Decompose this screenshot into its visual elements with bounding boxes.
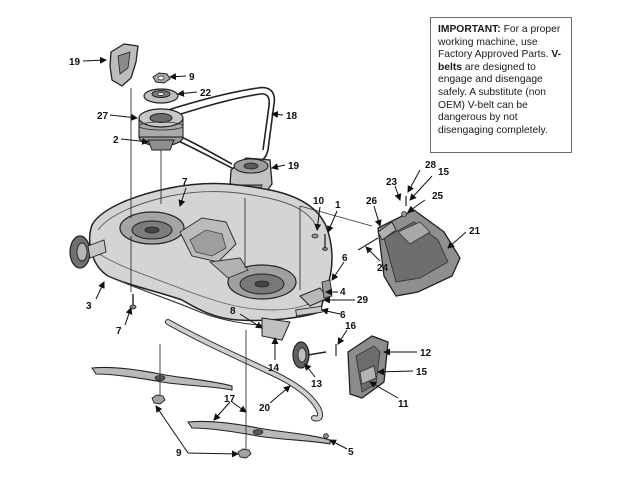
chute-hardware [357,196,407,251]
notice-vbelts-label: V-belts [438,49,562,73]
v-belt [167,86,276,171]
callout-7-lower: 7 [116,326,122,337]
callout-15-upper: 15 [438,167,450,178]
callout-3: 3 [86,301,92,312]
callout-23: 23 [386,177,398,188]
belt-cover-left [109,43,139,87]
notice-important-text: For a proper working machine, use Factor… [438,24,561,61]
notice-vbelts-text: are designed to engage and disengage saf… [438,61,548,136]
deck-gauge-wheel-left [69,235,107,269]
callout-16: 16 [345,321,357,332]
callout-2: 2 [113,135,119,146]
callout-18: 18 [286,111,298,122]
deck-gauge-wheel-right [261,317,327,369]
important-notice-box: IMPORTANT: For a proper working machine,… [430,17,572,153]
callout-labels: 19 9 22 27 18 2 19 7 10 1 28 15 23 25 26… [69,57,481,459]
callout-19-left-cover: 19 [69,57,81,68]
callout-14: 14 [268,363,280,374]
callout-24: 24 [377,263,389,274]
callout-26: 26 [366,196,378,207]
bolt-16-nut-5 [323,344,337,439]
deflector-shield [347,335,389,399]
callout-9-top-nut: 9 [189,72,195,83]
callout-6-upper: 6 [342,253,348,264]
discharge-chute [377,209,461,297]
callout-9-lower: 9 [176,448,182,459]
callout-28: 28 [425,160,437,171]
callout-15-lower: 15 [416,367,428,378]
callout-13: 13 [311,379,323,390]
callout-27: 27 [97,111,109,122]
deck-stabilizer-bar [165,319,324,422]
callout-10: 10 [313,196,325,207]
hardware-10-1 [311,233,328,251]
hardware-bolt-7 [129,294,137,310]
mower-deck-housing [88,182,333,327]
callout-leaders [82,56,467,458]
callout-7-upper: 7 [182,177,188,188]
callout-20: 20 [259,403,271,414]
mower-blade-right [187,420,331,445]
callout-12: 12 [420,348,432,359]
assembly-reference-lines [130,88,373,450]
spindle-assembly-left [138,108,184,151]
notice-important-label: IMPORTANT: [438,24,501,35]
callout-5: 5 [348,447,354,458]
callout-8: 8 [230,306,236,317]
callout-6-lower: 6 [340,310,346,321]
hex-nut-9 [152,72,171,84]
mower-blade-left [91,366,233,391]
callout-1: 1 [335,200,341,211]
idler-pulley-22 [143,88,179,104]
callout-25: 25 [432,191,444,202]
callout-19-right-cover: 19 [288,161,300,172]
blade-nut-9 [151,394,252,459]
callout-22: 22 [200,88,212,99]
callout-17: 17 [224,394,236,405]
callout-21: 21 [469,226,481,237]
callout-29: 29 [357,295,369,306]
callout-4: 4 [340,287,346,298]
callout-11: 11 [398,399,409,410]
